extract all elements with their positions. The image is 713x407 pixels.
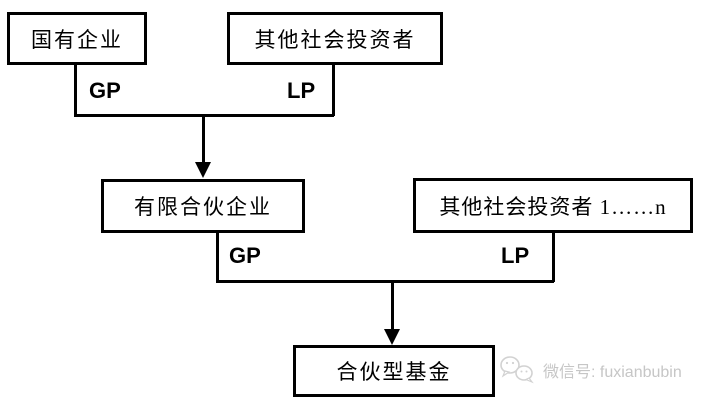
box-state-owned-enterprise: 国有企业 [7,12,147,65]
connector-bar-bottom [216,280,554,283]
connector-drop-other-investors [332,65,335,116]
label-lp-top: LP [287,78,316,103]
label-gp-bottom: GP [229,243,261,268]
connector-bar-top [74,114,334,117]
arrow-shaft-to-limited-partnership [202,116,205,164]
connector-drop-limited-partnership [216,233,219,282]
wechat-icon [499,355,537,385]
label-gp-top: GP [89,78,121,103]
label-lp-bottom: LP [501,243,530,268]
connector-drop-other-investors-n [552,233,555,282]
connector-drop-state-owned [74,65,77,116]
watermark: 微信号: fuxianbubin [499,355,682,385]
watermark-text: 微信号: fuxianbubin [543,364,682,381]
box-partnership-fund: 合伙型基金 [293,345,495,397]
arrow-down-icon [195,162,211,178]
arrow-shaft-to-partnership-fund [391,282,394,330]
box-other-social-investors-n: 其他社会投资者 1……n [413,178,693,233]
box-limited-partnership: 有限合伙企业 [101,179,305,233]
arrow-down-icon [384,329,400,345]
box-other-social-investors: 其他社会投资者 [227,12,443,65]
